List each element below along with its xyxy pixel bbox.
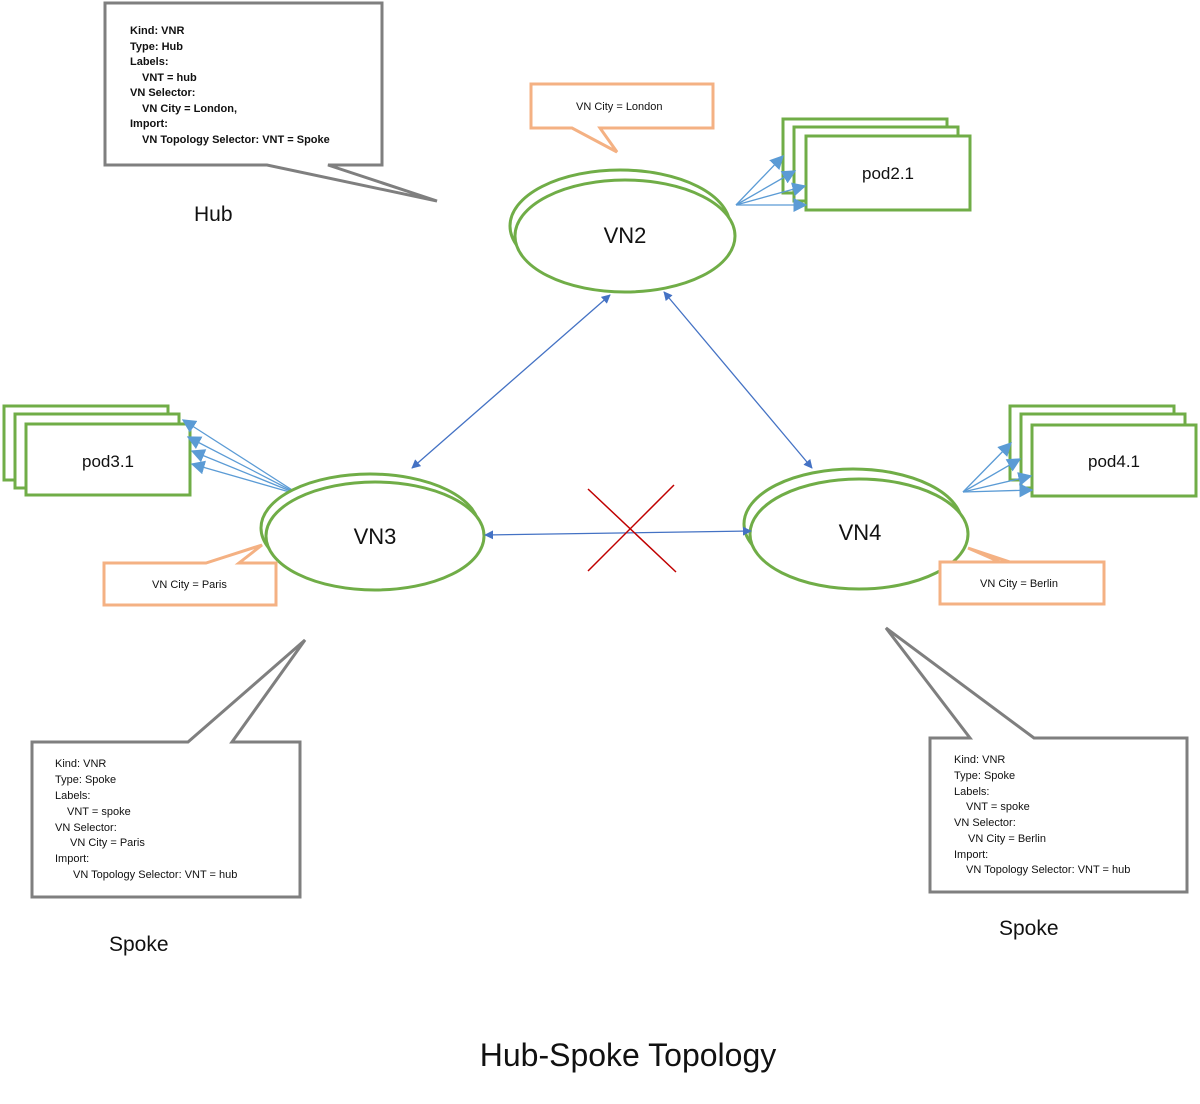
spoke-paris-spec-line: Kind: VNR — [55, 758, 106, 770]
spoke-paris-spec-line: Labels: — [55, 790, 90, 802]
spoke-paris-spec-line: VNT = spoke — [67, 806, 131, 818]
vn4-label: VN4 — [839, 520, 882, 545]
pod4-stack: pod4.1 — [1008, 404, 1198, 498]
spoke-berlin-spec-line: Import: — [954, 849, 988, 861]
spoke-berlin-role-label: Spoke — [999, 917, 1059, 940]
spoke-paris-spec-callout: Kind: VNR Type: Spoke Labels: VNT = spok… — [30, 638, 307, 899]
pod3-stack: pod3.1 — [2, 404, 192, 497]
vn2-node: VN2 — [508, 168, 737, 294]
vn3-node: VN3 — [259, 472, 486, 592]
spoke-paris-spec-line: Type: Spoke — [55, 774, 116, 786]
vn4-city-label: VN City = Berlin — [980, 578, 1058, 590]
spoke-paris-role-label: Spoke — [109, 933, 169, 956]
hub-spec-line: Labels: — [130, 56, 169, 68]
spoke-berlin-spec-line: Labels: — [954, 786, 989, 798]
hub-spec-line: Type: Hub — [130, 41, 183, 53]
vn4-city-callout: VN City = Berlin — [938, 546, 1106, 606]
vn3-vn4-connector — [484, 526, 752, 540]
hub-spec-line: VN Topology Selector: VNT = Spoke — [142, 134, 330, 146]
spoke-berlin-spec-line: VN City = Berlin — [968, 833, 1046, 845]
blocked-cross — [587, 484, 677, 573]
spoke-berlin-spec-line: Kind: VNR — [954, 754, 1005, 766]
vn2-vn3-connector — [411, 294, 611, 469]
vn3-city-label: VN City = Paris — [152, 579, 227, 591]
spoke-berlin-spec-line: Type: Spoke — [954, 770, 1015, 782]
spoke-paris-spec-line: VN City = Paris — [70, 837, 145, 849]
vn2-label: VN2 — [604, 223, 647, 248]
vn2-pod-connectors — [735, 154, 808, 212]
spoke-paris-spec-line: VN Topology Selector: VNT = hub — [73, 869, 237, 881]
hub-spec-line: Import: — [130, 118, 168, 130]
vn2-city-label: VN City = London — [576, 101, 663, 113]
hub-spec-line: Kind: VNR — [130, 25, 184, 37]
pod3-label: pod3.1 — [82, 452, 134, 471]
pod2-stack: pod2.1 — [781, 117, 972, 212]
vn2-vn4-connector — [663, 291, 813, 469]
pod4-label: pod4.1 — [1088, 452, 1140, 471]
spoke-berlin-spec-line: VN Topology Selector: VNT = hub — [966, 864, 1130, 876]
diagram-title: Hub-Spoke Topology — [480, 1037, 777, 1073]
vn3-pod-connectors — [181, 419, 301, 496]
vn4-node: VN4 — [742, 467, 970, 591]
vn3-label: VN3 — [354, 524, 397, 549]
hub-spec-line: VN City = London, — [142, 103, 237, 115]
vn3-city-callout: VN City = Paris — [102, 543, 278, 607]
hub-spec-line: VNT = hub — [142, 72, 197, 84]
spoke-paris-spec-line: VN Selector: — [55, 822, 117, 834]
spoke-berlin-spec-callout: Kind: VNR Type: Spoke Labels: VNT = spok… — [884, 626, 1189, 894]
hub-role-label: Hub — [194, 203, 233, 226]
spoke-berlin-spec-line: VN Selector: — [954, 817, 1016, 829]
spoke-paris-spec-line: Import: — [55, 853, 89, 865]
hub-spec-line: VN Selector: — [130, 87, 195, 99]
vn2-city-callout: VN City = London — [529, 82, 715, 154]
vn4-pod-connectors — [962, 441, 1034, 498]
spoke-berlin-spec-line: VNT = spoke — [966, 801, 1030, 813]
pod2-label: pod2.1 — [862, 164, 914, 183]
hub-spec-callout: Kind: VNR Type: Hub Labels: VNT = hub VN… — [103, 1, 438, 203]
